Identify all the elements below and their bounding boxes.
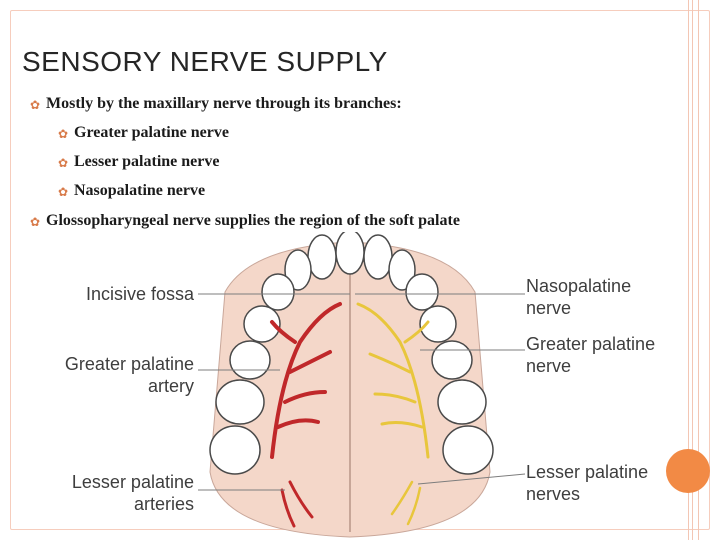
lesser-palatine-nerves bbox=[390, 480, 422, 526]
lesser-palatine-arteries-label-line2: arteries bbox=[134, 494, 194, 514]
greater-palatine-nerve-label: Greater palatine bbox=[526, 334, 655, 354]
bullet-item: Glossopharyngeal nerve supplies the regi… bbox=[46, 212, 460, 229]
greater-palatine-nerve bbox=[356, 302, 430, 459]
palate-illustration: Incisive fossa Greater palatine artery L… bbox=[65, 232, 655, 538]
accent-circle bbox=[666, 449, 710, 493]
nasopalatine-nerve-label: Nasopalatine bbox=[526, 276, 631, 296]
nasopalatine-nerve-label-line2: nerve bbox=[526, 298, 571, 318]
palate-anatomy-diagram: Incisive fossa Greater palatine artery L… bbox=[50, 232, 680, 540]
label-pointer-lines bbox=[198, 293, 526, 491]
decorative-border-lines bbox=[688, 0, 702, 540]
bullet-marker-icon: ✿ bbox=[30, 98, 41, 112]
incisive-fossa-label: Incisive fossa bbox=[86, 284, 195, 304]
sub-bullet-marker-icon: ✿ bbox=[58, 127, 69, 141]
greater-palatine-artery-label-line2: artery bbox=[148, 376, 194, 396]
lesser-palatine-nerves-label: Lesser palatine bbox=[526, 462, 648, 482]
sub-bullet-item: Greater palatine nerve bbox=[74, 124, 229, 141]
lesser-palatine-arteries-label: Lesser palatine bbox=[72, 472, 194, 492]
lesser-palatine-nerves-label-line2: nerves bbox=[526, 484, 580, 504]
bullet-item: Mostly by the maxillary nerve through it… bbox=[46, 95, 402, 112]
sub-bullet-item: Nasopalatine nerve bbox=[74, 182, 206, 199]
greater-palatine-artery-label: Greater palatine bbox=[65, 354, 194, 374]
greater-palatine-artery bbox=[270, 302, 342, 459]
slide-title: SENSORY NERVE SUPPLY bbox=[22, 46, 388, 77]
sub-bullet-marker-icon: ✿ bbox=[58, 185, 69, 199]
greater-palatine-nerve-label-line2: nerve bbox=[526, 356, 571, 376]
sub-bullet-marker-icon: ✿ bbox=[58, 156, 69, 170]
lesser-palatine-arteries bbox=[280, 480, 314, 528]
sub-bullet-item: Lesser palatine nerve bbox=[74, 153, 220, 170]
bullet-marker-icon: ✿ bbox=[30, 215, 41, 229]
